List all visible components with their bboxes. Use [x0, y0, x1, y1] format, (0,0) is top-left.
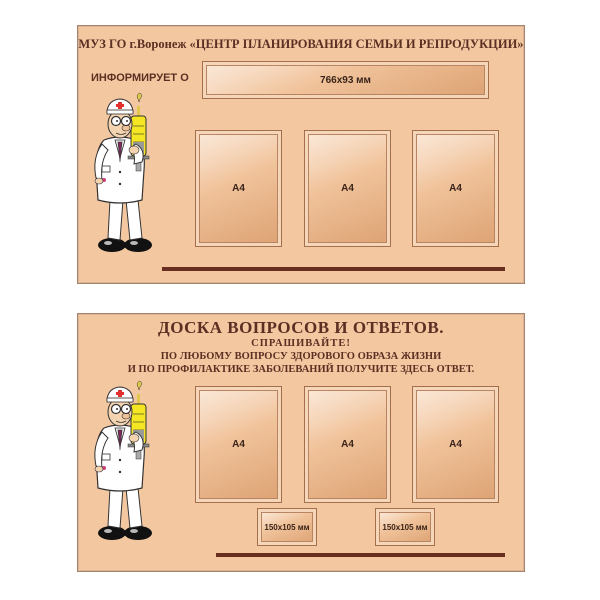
board-header: МУЗ ГО г.Воронеж «ЦЕНТР ПЛАНИРОВАНИЯ СЕМ…: [78, 37, 524, 51]
pocket-label: 150x105 мм: [264, 522, 310, 532]
bottom-board: ДОСКА ВОПРОСОВ И ОТВЕТОВ. СПРАШИВАЙТЕ! П…: [77, 313, 525, 572]
doctor-illustration: [94, 380, 153, 541]
pocket-a4-3: А4: [412, 130, 499, 247]
pocket-label: А4: [232, 439, 245, 450]
informs-label: ИНФОРМИРУЕТ О: [91, 72, 189, 84]
pocket-a4-1: А4: [195, 386, 282, 503]
pocket-a4-1: А4: [195, 130, 282, 247]
board-line-1: ПО ЛЮБОМУ ВОПРОСУ ЗДОРОВОГО ОБРАЗА ЖИЗНИ: [160, 351, 442, 362]
pocket-small-1: 150x105 мм: [257, 508, 317, 546]
bottom-rule: [216, 553, 505, 557]
pocket-small-2: 150x105 мм: [375, 508, 435, 546]
banner-pocket: 766x93 мм: [202, 61, 489, 99]
pocket-label: А4: [341, 183, 354, 194]
pocket-a4-3: А4: [412, 386, 499, 503]
pocket-label: А4: [449, 183, 462, 194]
pocket-a4-2: А4: [304, 130, 391, 247]
pocket-label: А4: [341, 439, 354, 450]
banner-size-label: 766x93 мм: [320, 74, 371, 86]
bottom-rule: [162, 267, 505, 271]
pocket-label: 150x105 мм: [382, 522, 428, 532]
board-line-2: И ПО ПРОФИЛАКТИКЕ ЗАБОЛЕВАНИЙ ПОЛУЧИТЕ З…: [127, 364, 475, 375]
board-title: ДОСКА ВОПРОСОВ И ОТВЕТОВ.: [158, 318, 444, 337]
top-board: МУЗ ГО г.Воронеж «ЦЕНТР ПЛАНИРОВАНИЯ СЕМ…: [77, 25, 525, 284]
pocket-label: А4: [232, 183, 245, 194]
board-subtitle: СПРАШИВАЙТЕ!: [251, 338, 351, 349]
doctor-illustration: [94, 92, 153, 253]
pocket-a4-2: А4: [304, 386, 391, 503]
pocket-label: А4: [449, 439, 462, 450]
